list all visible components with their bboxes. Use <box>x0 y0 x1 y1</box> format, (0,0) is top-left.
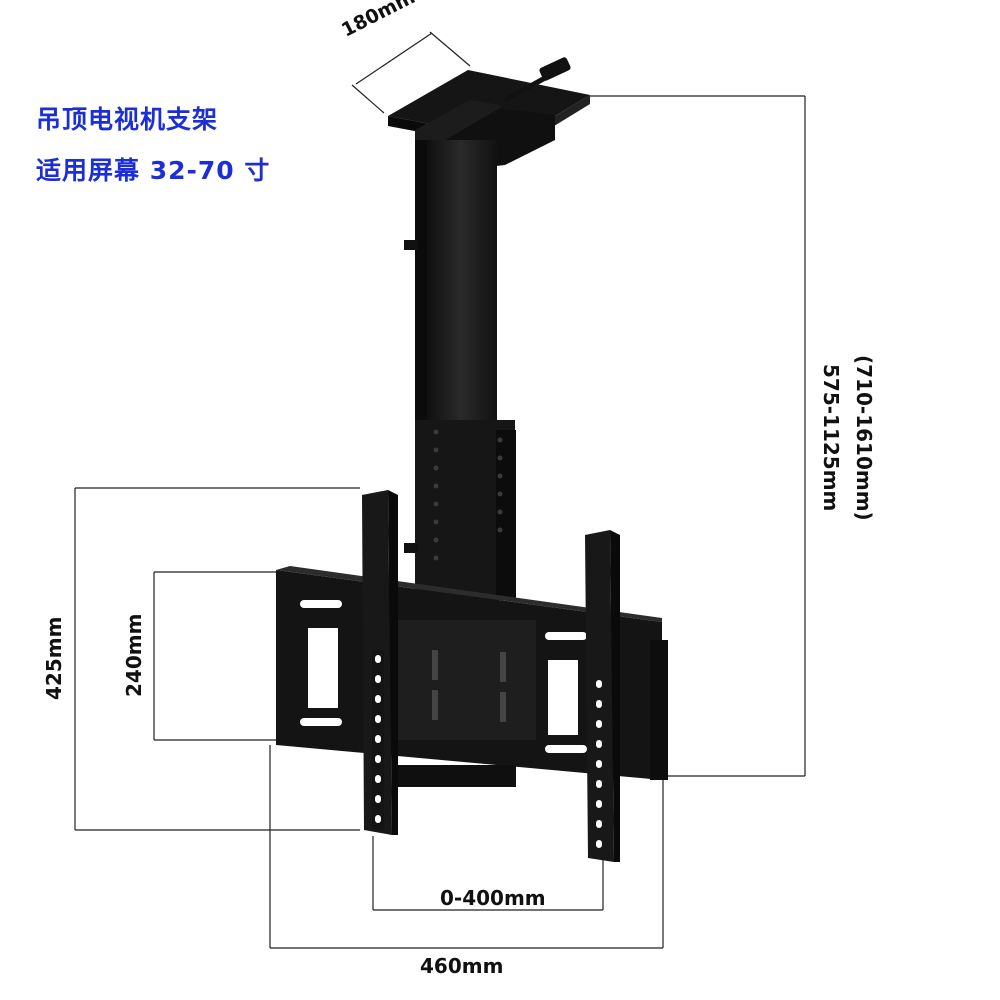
total-height-label: 425mm <box>42 616 66 700</box>
right-vertical-arm <box>585 530 620 862</box>
pole-height-label: 575-1125mm <box>819 364 843 512</box>
product-title: 吊顶电视机支架 <box>36 105 219 134</box>
vesa-height-label: 240mm <box>122 613 146 697</box>
extended-height-label: (710-1610mm) <box>852 355 876 521</box>
dimension-lines <box>74 31 806 949</box>
telescopic-pole <box>404 140 516 600</box>
screen-size-range: 适用屏幕 32-70 寸 <box>36 156 271 185</box>
total-width-label: 460mm <box>420 954 504 978</box>
left-vertical-arm <box>362 490 398 835</box>
adjust-width-label: 0-400mm <box>440 886 546 910</box>
